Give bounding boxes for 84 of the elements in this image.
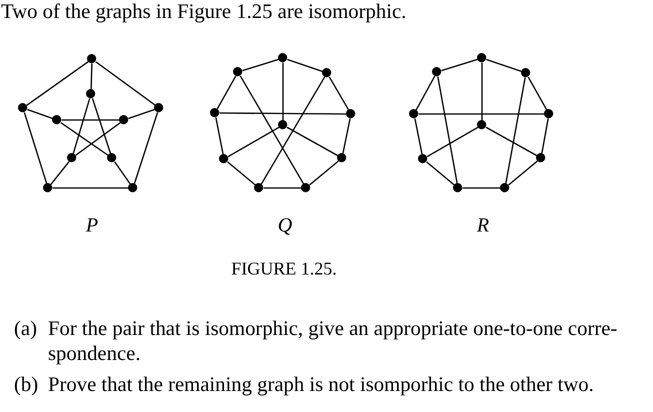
graph-edge bbox=[414, 118, 423, 155]
graph-edge bbox=[309, 160, 339, 186]
graph-edge bbox=[50, 161, 70, 185]
vertex-dot bbox=[210, 108, 220, 118]
graph-edge bbox=[287, 58, 323, 72]
graph-edge bbox=[92, 98, 112, 154]
graph-edge bbox=[508, 160, 538, 186]
vertex-dot bbox=[278, 53, 288, 63]
vertex-dot bbox=[477, 120, 487, 130]
graph-edge bbox=[215, 117, 224, 155]
graph-label: P bbox=[86, 214, 98, 238]
graph-edge bbox=[216, 76, 236, 110]
graph-edge bbox=[26, 61, 89, 106]
vertex-dot bbox=[418, 154, 428, 164]
graph-edge bbox=[416, 76, 436, 110]
vertex-dot bbox=[521, 68, 531, 78]
graph-edge bbox=[90, 64, 93, 90]
vertex-dot bbox=[107, 153, 117, 163]
graph-edge bbox=[541, 118, 549, 154]
vertex-dot bbox=[301, 183, 311, 193]
graph-edge bbox=[62, 119, 120, 121]
list-marker: (b) bbox=[14, 372, 38, 398]
vertex-dot bbox=[87, 54, 97, 64]
graph-edge bbox=[486, 58, 522, 72]
graph-edge bbox=[27, 108, 53, 120]
vertex-dot bbox=[119, 115, 129, 125]
graph-edge bbox=[486, 126, 538, 156]
vertex-dot bbox=[52, 115, 62, 125]
graph-edge bbox=[426, 126, 478, 158]
vertex-dot bbox=[67, 153, 77, 163]
graph-edge bbox=[286, 126, 338, 156]
graph-edge bbox=[114, 161, 131, 185]
list-marker: (a) bbox=[14, 316, 37, 342]
vertex-dot bbox=[409, 109, 419, 119]
vertex-dot bbox=[43, 183, 53, 193]
graph-edge bbox=[260, 76, 326, 184]
graph-edge bbox=[441, 58, 478, 72]
vertex-dot bbox=[254, 183, 264, 193]
problem-statement: Two of the graphs in Figure 1.25 are isomorphic. bbox=[1, 1, 406, 25]
graph-edge bbox=[128, 108, 155, 120]
graph-edge bbox=[505, 77, 526, 184]
vertex-dot bbox=[219, 154, 229, 164]
question-text: For the pair that is isomorphic, give an appropriate one-to-one corre- spondence. bbox=[48, 316, 618, 366]
graph-edge bbox=[342, 118, 351, 154]
graph-edge bbox=[462, 187, 500, 189]
vertex-dot bbox=[432, 67, 442, 77]
graph-edge bbox=[264, 187, 302, 189]
graph-edge bbox=[52, 187, 128, 189]
graph-label: Q bbox=[278, 214, 292, 238]
vertex-dot bbox=[322, 68, 332, 78]
graph-edge bbox=[72, 98, 90, 154]
graph-edge bbox=[134, 112, 158, 184]
graph-edge bbox=[328, 76, 350, 110]
graph-edge bbox=[220, 112, 346, 115]
vertex-dot bbox=[278, 120, 288, 130]
graph-edge bbox=[481, 62, 483, 120]
vertex-dot bbox=[18, 103, 28, 113]
vertex-dot bbox=[477, 53, 487, 63]
figure-caption: FIGURE 1.25. bbox=[231, 258, 337, 280]
graph-edge bbox=[60, 122, 109, 156]
graph-label: R bbox=[476, 214, 490, 238]
vertex-dot bbox=[154, 103, 164, 113]
graph-edge bbox=[228, 126, 280, 158]
graph-edge bbox=[437, 76, 458, 184]
vertex-dot bbox=[544, 109, 554, 119]
vertex-dot bbox=[453, 183, 463, 193]
graph-edge bbox=[528, 76, 548, 110]
graph-edge bbox=[227, 161, 256, 186]
question-text: Prove that the remaining graph is not isomporhic to the other two. bbox=[48, 372, 594, 398]
vertex-dot bbox=[346, 109, 356, 119]
graph-edge bbox=[282, 62, 284, 120]
vertex-dot bbox=[500, 183, 510, 193]
vertex-dot bbox=[86, 89, 96, 99]
vertex-dot bbox=[337, 153, 347, 163]
graph-edge bbox=[24, 112, 48, 184]
vertex-dot bbox=[536, 153, 546, 163]
graph-edge bbox=[240, 76, 304, 184]
graph-edge bbox=[418, 113, 544, 115]
graph-edge bbox=[426, 161, 455, 186]
graph-edge bbox=[75, 122, 121, 156]
graph-edge bbox=[95, 61, 156, 106]
vertex-dot bbox=[233, 67, 243, 77]
vertex-dot bbox=[128, 183, 138, 193]
graph-edge bbox=[242, 58, 279, 72]
